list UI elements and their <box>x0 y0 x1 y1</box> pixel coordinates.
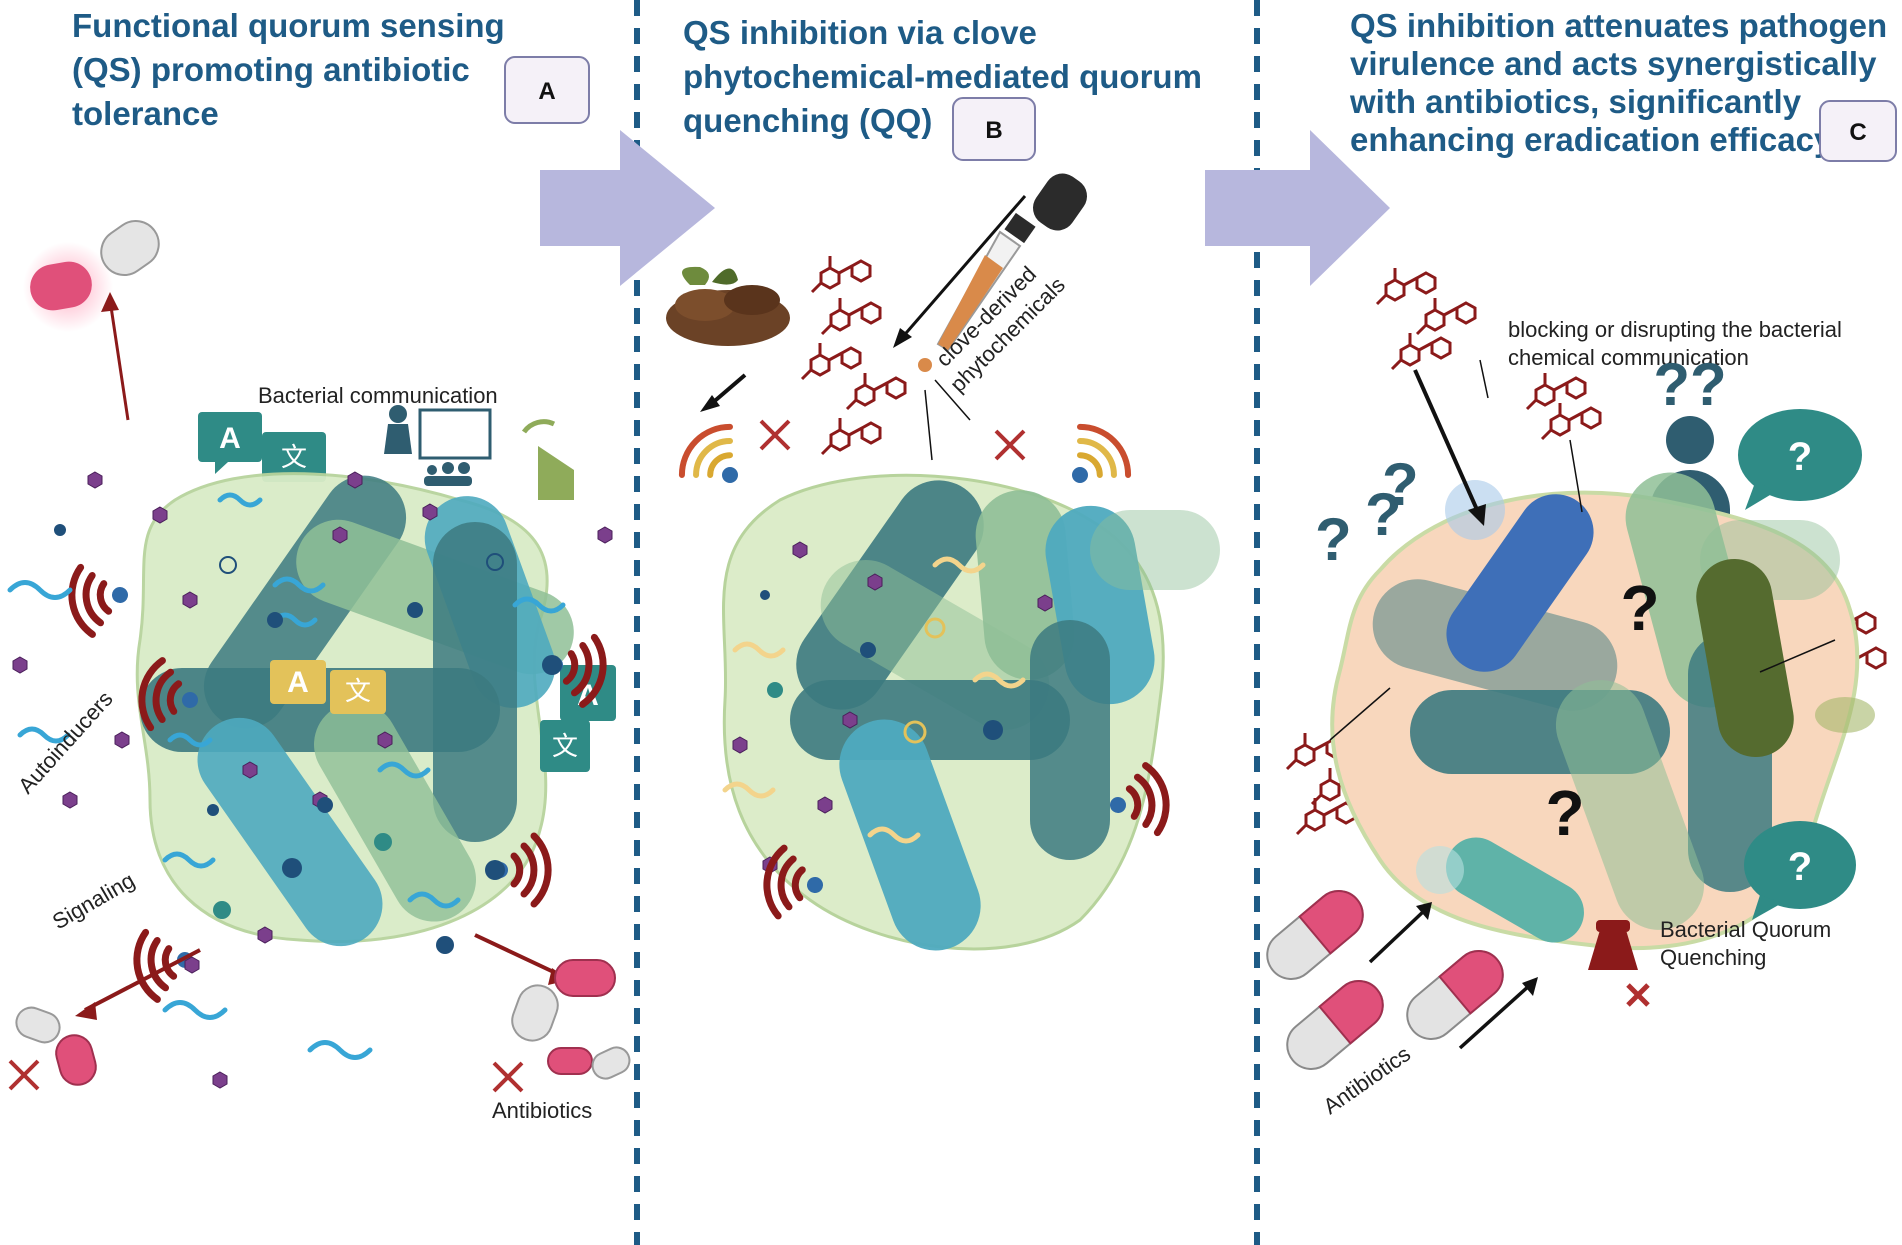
panel-b-badge: B <box>952 97 1036 161</box>
translate-char: 文 <box>345 677 371 707</box>
autoinducer-dots-b <box>732 541 1053 874</box>
phytochemical-molecule <box>845 371 907 411</box>
panel-c-title-line: virulence and acts synergistically <box>1350 45 1877 82</box>
panel-c-title: QS inhibition attenuates pathogen virule… <box>1349 7 1896 158</box>
panel-a-title-line: (QS) promoting antibiotic <box>72 51 470 88</box>
question-marks: ?? <box>1653 351 1726 418</box>
rod-cluster-b <box>790 480 1220 951</box>
label-blocking-line: chemical communication <box>1508 345 1749 370</box>
panel-a-title: Functional quorum sensing (QS) promoting… <box>72 7 514 132</box>
translate-bubble-yellow: A 文 <box>270 660 386 714</box>
bubble-question-mark: ? <box>1788 435 1812 479</box>
panel-c-title-line: enhancing eradication efficacy. <box>1350 121 1839 158</box>
panel-c-badge: C <box>1819 100 1897 162</box>
panel-c-title-line: QS inhibition attenuates pathogen <box>1350 7 1887 44</box>
transition-arrow-a-b <box>540 130 715 286</box>
translate-letter: A <box>287 666 309 699</box>
autoinducer-dots <box>12 471 613 1089</box>
rod-cluster-a <box>140 475 574 947</box>
escaping-capsule <box>23 219 160 421</box>
blocked-signal-icon <box>672 417 760 505</box>
teacher-icon <box>384 405 492 486</box>
panel-b: QS inhibition via clove phytochemical-me… <box>666 14 1220 951</box>
antibiotic-arrows <box>1368 902 1538 1050</box>
label-signaling: Signaling <box>48 867 139 934</box>
label-blocking-line: blocking or disrupting the bacterial <box>1508 317 1842 342</box>
panel-b-title-line: QS inhibition via clove <box>683 14 1037 51</box>
question-mark: ? <box>1315 506 1352 573</box>
speech-bubble-question-2: ? <box>1744 821 1856 920</box>
phytochemical-molecule <box>800 341 862 381</box>
phytochemical-molecule <box>820 296 882 336</box>
label-antibiotics-a: Antibiotics <box>492 1098 592 1123</box>
label-quenching-line: Bacterial Quorum <box>1660 917 1831 942</box>
panel-b-badge-label: B <box>985 117 1002 144</box>
muted-megaphone-icon <box>1588 920 1650 1007</box>
panel-c: QS inhibition attenuates pathogen virule… <box>1256 7 1897 1119</box>
panel-a-title-line: tolerance <box>72 95 219 132</box>
phytochemical-molecule <box>1295 796 1357 836</box>
signal-icon <box>67 560 134 637</box>
phytochemical-molecule <box>810 254 872 294</box>
inhibitor-arrows <box>1329 359 1836 741</box>
phytochemical-molecule <box>1375 266 1437 306</box>
blocked-x-icon <box>759 419 791 451</box>
label-quenching-line: Quenching <box>1660 945 1766 970</box>
phytochemical-molecule <box>1415 296 1477 336</box>
label-autoinducers: Autoinducers <box>13 686 118 798</box>
label-bacterial-communication: Bacterial communication <box>258 383 498 408</box>
translate-char: 文 <box>281 443 307 473</box>
translate-char: 文 <box>552 732 578 762</box>
clove-pile-icon <box>666 266 790 346</box>
antibiotic-bounce-arrows <box>75 933 570 1020</box>
bubble-question-mark: ? <box>1788 845 1812 889</box>
panel-a-badge: A <box>504 56 590 124</box>
transition-arrow-b-c <box>1205 130 1390 286</box>
blocked-x-icon <box>994 429 1026 461</box>
blocked-x-icon <box>8 1059 40 1091</box>
question-marks-cluster: ? ? ? <box>1315 451 1419 573</box>
panel-c-title-line: with antibiotics, significantly <box>1349 83 1802 120</box>
phytochemical-molecule <box>1525 371 1587 411</box>
lysing-bacterium-olive <box>1696 558 1875 758</box>
panel-a-badge-label: A <box>538 78 555 105</box>
broken-capsule-left <box>15 1006 97 1086</box>
autoinducer-squiggles <box>7 492 566 1060</box>
antibiotic-capsule <box>1396 940 1514 1050</box>
panel-b-title-line: quenching (QQ) <box>683 102 932 139</box>
lysing-bacterium-teal <box>1416 837 1584 943</box>
broken-capsule-right <box>511 959 631 1080</box>
phytochemical-molecule <box>1540 401 1602 441</box>
label-blocking-communication: blocking or disrupting the bacterial che… <box>1508 317 1848 370</box>
panel-b-title: QS inhibition via clove phytochemical-me… <box>683 14 1211 139</box>
panel-b-title-line: phytochemical-mediated quorum <box>683 58 1202 95</box>
phytochemical-molecule <box>1390 331 1452 371</box>
blocked-signal-icon <box>1050 417 1138 505</box>
rod-question-mark: ? <box>1545 777 1584 849</box>
panel-c-badge-label: C <box>1849 119 1866 146</box>
rod-question-mark: ? <box>1620 572 1659 644</box>
translate-icon: A 文 <box>198 412 326 482</box>
panel-a-title-line: Functional quorum sensing <box>72 7 505 44</box>
speech-bubble-question: ? <box>1738 409 1862 510</box>
blocked-x-icon <box>492 1061 524 1093</box>
question-mark: ? <box>1382 451 1419 518</box>
autoinducer-squiggles-b <box>722 556 1026 844</box>
question-mark: ? <box>1365 481 1402 548</box>
translate-letter: A <box>219 422 241 455</box>
megaphone-icon <box>521 419 574 500</box>
label-quorum-quenching: Bacterial Quorum Quenching <box>1660 917 1837 970</box>
dropper-icon <box>918 173 1088 372</box>
phytochemical-molecule <box>820 416 882 456</box>
antibiotic-capsule <box>1256 880 1374 990</box>
